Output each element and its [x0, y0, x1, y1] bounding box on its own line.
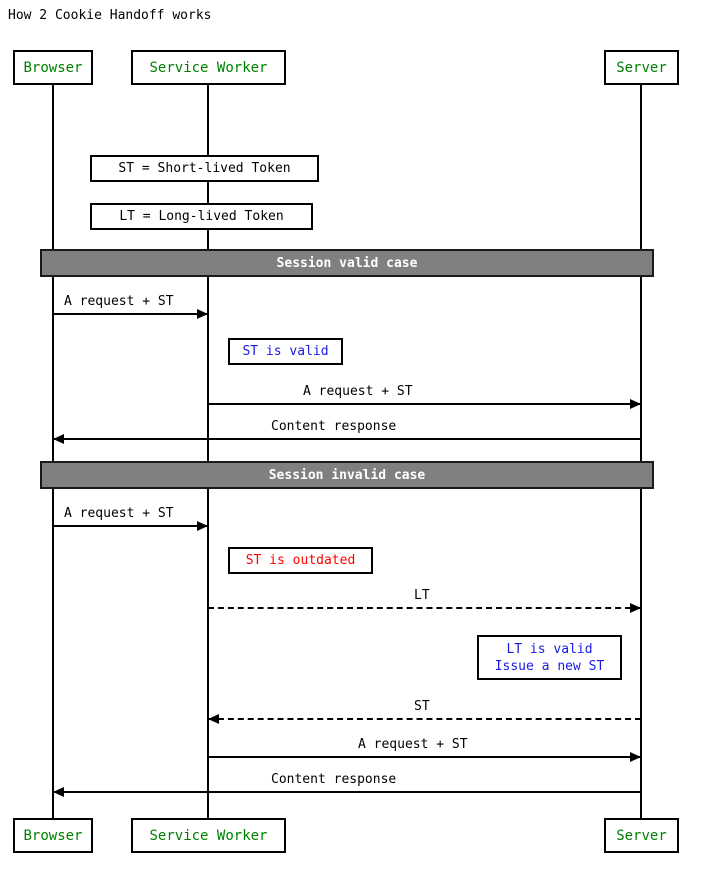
message-line-msg-8	[53, 791, 641, 793]
message-label-msg-1: A request + ST	[64, 294, 174, 309]
arrowhead-left-icon	[208, 714, 219, 724]
page-title: How 2 Cookie Handoff works	[8, 8, 212, 23]
participant-browser-bottom: Browser	[13, 818, 93, 853]
note-line: Issue a new ST	[494, 658, 605, 674]
message-label-msg-3: Content response	[271, 419, 397, 434]
message-line-msg-2	[208, 403, 641, 405]
participant-service_worker-top: Service Worker	[131, 50, 286, 85]
message-line-msg-4	[53, 525, 208, 527]
arrowhead-left-icon	[53, 787, 64, 797]
message-label-msg-2: A request + ST	[303, 384, 413, 399]
note-st-valid: ST is valid	[228, 338, 343, 365]
note-st-outdated: ST is outdated	[228, 547, 373, 574]
lifeline-browser	[52, 85, 54, 818]
note-st-def: ST = Short-lived Token	[90, 155, 319, 182]
arrowhead-right-icon	[197, 309, 208, 319]
message-label-msg-5: LT	[414, 588, 430, 603]
message-line-msg-6	[208, 718, 641, 720]
note-line: ST = Short-lived Token	[118, 161, 291, 176]
arrowhead-right-icon	[630, 399, 641, 409]
participant-service_worker-bottom: Service Worker	[131, 818, 286, 853]
participant-browser-top: Browser	[13, 50, 93, 85]
section-bar-session-valid: Session valid case	[40, 249, 654, 277]
note-lt-def: LT = Long-lived Token	[90, 203, 313, 230]
message-line-msg-3	[53, 438, 641, 440]
message-line-msg-1	[53, 313, 208, 315]
note-line: LT = Long-lived Token	[119, 209, 284, 224]
arrowhead-right-icon	[197, 521, 208, 531]
message-line-msg-7	[208, 756, 641, 758]
participant-server-bottom: Server	[604, 818, 679, 853]
note-line: LT is valid	[506, 641, 593, 657]
lifeline-server	[640, 85, 642, 818]
participant-server-top: Server	[604, 50, 679, 85]
message-label-msg-4: A request + ST	[64, 506, 174, 521]
message-label-msg-6: ST	[414, 699, 430, 714]
arrowhead-left-icon	[53, 434, 64, 444]
message-label-msg-8: Content response	[271, 772, 397, 787]
message-line-msg-5	[208, 607, 641, 609]
note-line: ST is outdated	[245, 553, 356, 568]
note-line: ST is valid	[242, 344, 329, 359]
section-bar-session-invalid: Session invalid case	[40, 461, 654, 489]
arrowhead-right-icon	[630, 752, 641, 762]
arrowhead-right-icon	[630, 603, 641, 613]
lifeline-service_worker	[207, 85, 209, 818]
message-label-msg-7: A request + ST	[358, 737, 468, 752]
